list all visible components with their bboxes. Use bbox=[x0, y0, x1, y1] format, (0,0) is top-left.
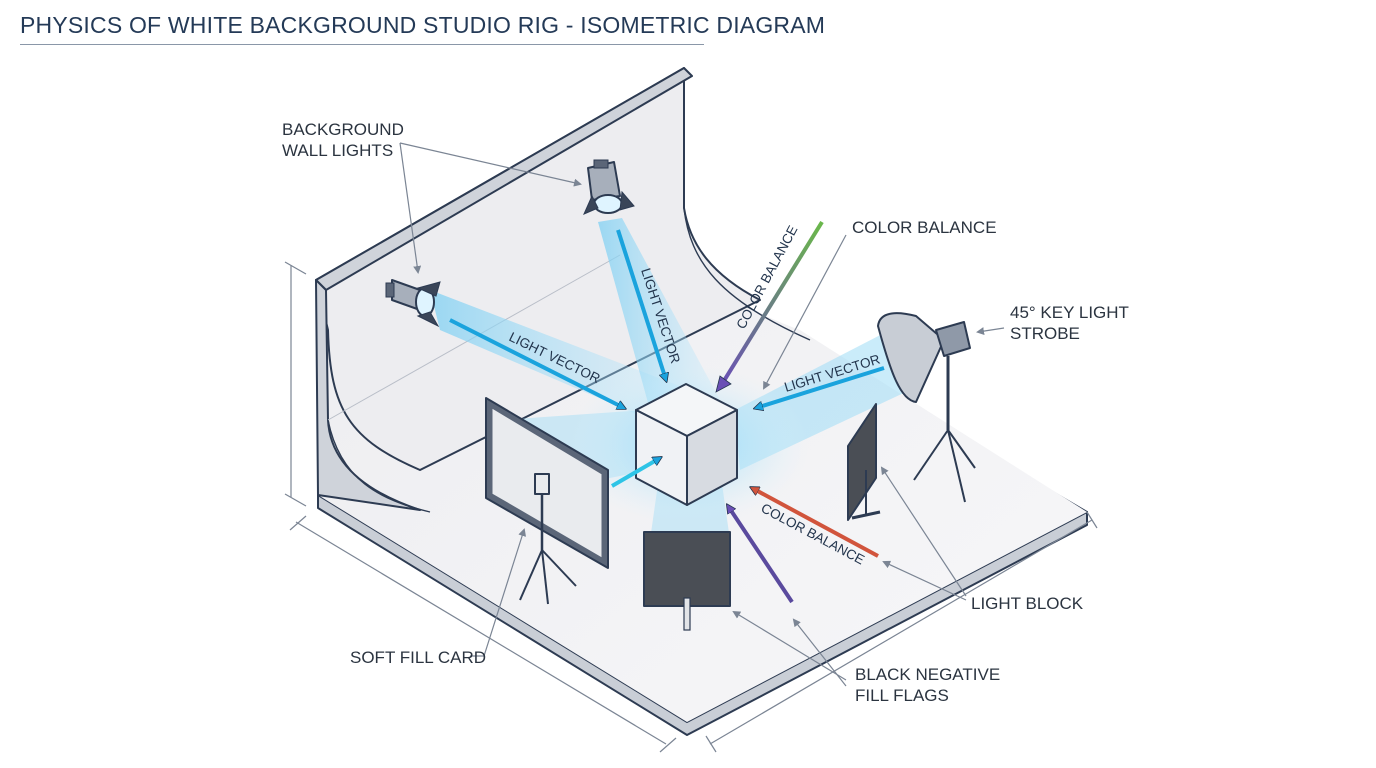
light-vector-right-arrow bbox=[756, 366, 885, 408]
dimension-width-right bbox=[709, 519, 1093, 745]
cove-curve bbox=[327, 419, 431, 513]
label-black-negative-fill-flags-2: FILL FLAGS bbox=[855, 686, 949, 705]
light-vector-top-arrow bbox=[616, 229, 666, 380]
label-black-negative-fill-flags-1: BLACK NEGATIVE bbox=[855, 665, 1000, 684]
color-balance-top-arrow bbox=[720, 220, 824, 386]
key-light-strobe bbox=[877, 312, 976, 503]
wall-light-left-mount bbox=[385, 282, 395, 298]
label-background-wall-lights-2: WALL LIGHTS bbox=[282, 141, 393, 160]
soft-fill-card bbox=[485, 397, 609, 605]
black-flag-bottom-stand bbox=[683, 597, 691, 631]
cove-curve-right bbox=[683, 207, 811, 341]
fill-card-leg-3 bbox=[541, 549, 549, 605]
key-light-leg-2 bbox=[947, 429, 966, 503]
dimension-width-right-tick-b bbox=[1086, 511, 1098, 529]
wall-light-top-barndoor-left bbox=[583, 194, 599, 215]
color-balance-top-label: COLOR BALANCE bbox=[733, 223, 800, 331]
dimension-lines bbox=[284, 261, 1098, 753]
title-block: PHYSICS OF WHITE BACKGROUND STUDIO RIG -… bbox=[20, 12, 825, 45]
light-block-base bbox=[851, 510, 881, 520]
fill-card-clamp bbox=[534, 473, 550, 495]
wall-light-left bbox=[385, 279, 441, 328]
leader-wall-lights-to-top bbox=[399, 142, 582, 187]
title-underline bbox=[20, 44, 704, 45]
key-light-head bbox=[935, 321, 971, 357]
key-light-reflector bbox=[877, 312, 945, 403]
wall-light-top-mount bbox=[593, 159, 609, 169]
light-vector-left-arrow bbox=[449, 318, 624, 410]
label-background-wall-lights-1: BACKGROUND bbox=[282, 120, 404, 139]
color-balance-bottom-arrow bbox=[752, 488, 879, 558]
leader-light-block-flag bbox=[880, 466, 967, 597]
leader-flags-to-arrow bbox=[792, 618, 847, 687]
label-color-balance: COLOR BALANCE bbox=[852, 218, 997, 237]
flag-vector-arrow bbox=[728, 506, 794, 604]
leader-lines bbox=[399, 142, 1005, 687]
dimension-width-left bbox=[295, 521, 667, 745]
wall-light-top-barndoor-right bbox=[619, 190, 635, 211]
key-light-leg-1 bbox=[913, 429, 949, 481]
fill-card-leg-2 bbox=[541, 549, 577, 587]
label-soft-fill-card: SOFT FILL CARD bbox=[350, 648, 486, 667]
leader-color-balance bbox=[763, 234, 847, 390]
label-light-block: LIGHT BLOCK bbox=[971, 594, 1084, 613]
label-key-light-2: STROBE bbox=[1010, 324, 1080, 343]
subject-cube bbox=[635, 383, 738, 506]
dimension-width-left-tick-b bbox=[659, 737, 677, 753]
cube-right bbox=[686, 409, 738, 506]
light-block-flag bbox=[847, 403, 881, 521]
light-block-panel bbox=[847, 403, 877, 521]
fill-card-vector-arrow bbox=[610, 458, 660, 488]
dimension-width-right-tick-a bbox=[705, 735, 717, 753]
leader-flags-to-panel bbox=[732, 610, 847, 681]
dimension-width-left-tick-a bbox=[289, 515, 307, 531]
black-flag-bottom-panel bbox=[643, 531, 731, 607]
page-title: PHYSICS OF WHITE BACKGROUND STUDIO RIG -… bbox=[20, 12, 826, 38]
leader-light-block-arrow bbox=[882, 560, 967, 601]
cyclorama-back-wall bbox=[315, 67, 761, 471]
leader-soft-fill-card bbox=[470, 528, 526, 657]
wall-light-top-lens bbox=[593, 194, 623, 214]
key-light-leg-3 bbox=[947, 429, 976, 469]
leader-wall-lights-to-left bbox=[399, 142, 422, 274]
dimension-height-tick-top bbox=[284, 261, 307, 275]
leader-key-light bbox=[976, 327, 1005, 336]
dimension-height-tick-bottom bbox=[284, 493, 307, 507]
vector-arrows bbox=[449, 220, 885, 604]
label-key-light-1: 45° KEY LIGHT bbox=[1010, 303, 1129, 322]
wall-light-left-barndoor-top bbox=[416, 281, 441, 297]
black-flag-bottom bbox=[643, 531, 731, 631]
fill-card-leg-1 bbox=[519, 549, 543, 601]
wall-light-left-barndoor-bottom bbox=[416, 311, 440, 328]
wall-light-top bbox=[583, 159, 635, 215]
color-balance-top-arrowhead bbox=[715, 375, 732, 393]
